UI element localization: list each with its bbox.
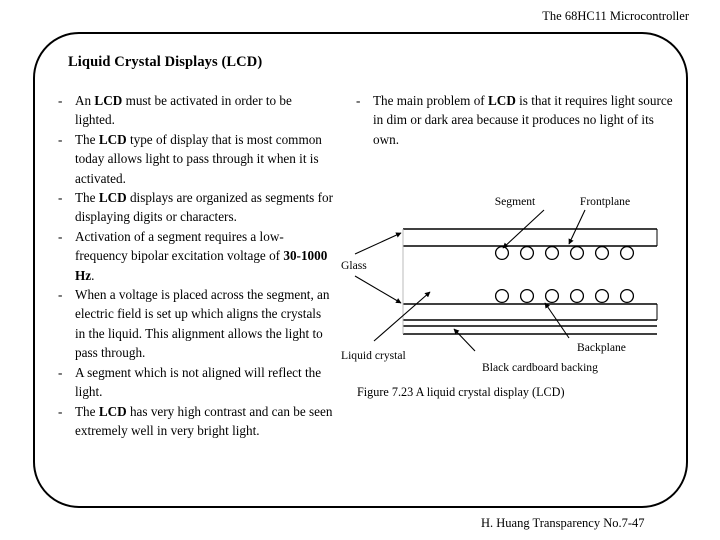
lcd-cross-section-diagram: Segment Frontplane Glass Liquid crystal … xyxy=(341,195,658,399)
leader-lines xyxy=(354,209,586,352)
backplane-circle xyxy=(494,288,510,304)
bullet-main-problem: - The main problem of LCD is that it req… xyxy=(355,91,673,149)
cardboard-leader xyxy=(453,328,476,352)
bullet-marker: - xyxy=(58,364,63,380)
backplane-circle xyxy=(569,288,585,304)
segment-label: Segment xyxy=(495,195,536,208)
backplane-circle xyxy=(619,288,635,304)
segment-leader xyxy=(502,209,545,249)
backplane-circle xyxy=(519,288,535,304)
bullet-text: Activation of a segment requires a low-f… xyxy=(75,228,328,283)
backplane-circle xyxy=(594,288,610,304)
right-bullet-column: - The main problem of LCD is that it req… xyxy=(355,91,673,149)
segment-circle xyxy=(619,245,635,261)
bullet-voltage-field: - When a voltage is placed across the se… xyxy=(57,285,333,363)
layer-lines xyxy=(402,228,658,335)
left-bullet-column: - An LCD must be activated in order to b… xyxy=(57,91,333,440)
bottom-electrode-circles xyxy=(494,288,635,304)
bullet-marker: - xyxy=(58,190,63,206)
bullet-activated: - An LCD must be activated in order to b… xyxy=(57,91,333,130)
bullet-type-of-display: - The LCD type of display that is most c… xyxy=(57,130,333,188)
header-title: The 68HC11 Microcontroller xyxy=(542,9,689,23)
backplane-leader xyxy=(544,302,570,339)
bullet-marker: - xyxy=(58,287,63,303)
bullet-excitation: - Activation of a segment requires a low… xyxy=(57,227,333,285)
bullet-marker: - xyxy=(58,93,63,108)
glass-leader-top xyxy=(354,232,402,255)
bullet-text: When a voltage is placed across the segm… xyxy=(75,287,330,361)
liquid-crystal-leader xyxy=(373,291,431,342)
footer-credit: H. Huang Transparency No.7-47 xyxy=(481,516,645,530)
bullet-text: The LCD type of display that is most com… xyxy=(75,131,322,186)
segment-circle xyxy=(569,245,585,261)
bullet-text: A segment which is not aligned will refl… xyxy=(75,364,322,400)
black-cardboard-backing-label: Black cardboard backing xyxy=(482,361,598,374)
bullet-marker: - xyxy=(58,403,63,419)
slide-title: Liquid Crystal Displays (LCD) xyxy=(68,54,263,70)
bullet-text: The LCD displays are organized as segmen… xyxy=(75,190,333,225)
backplane-circle xyxy=(544,288,560,304)
figure-caption: Figure 7.23 A liquid crystal display (LC… xyxy=(357,385,565,399)
glass-label: Glass xyxy=(341,259,367,272)
bullet-segments: - The LCD displays are organized as segm… xyxy=(57,188,333,227)
top-electrode-circles xyxy=(494,245,635,261)
bullet-marker: - xyxy=(356,93,361,108)
segment-circle xyxy=(594,245,610,261)
bullet-text: The main problem of LCD is that it requi… xyxy=(373,93,673,147)
backplane-label: Backplane xyxy=(577,341,626,354)
slide-frame xyxy=(33,32,688,508)
frontplane-leader xyxy=(568,209,586,245)
bullet-marker: - xyxy=(58,228,63,244)
segment-circle xyxy=(494,245,510,261)
bullet-text: An LCD must be activated in order to be … xyxy=(75,93,292,128)
liquid-crystal-label: Liquid crystal xyxy=(341,349,406,362)
lcd-figure: Segment Frontplane Glass Liquid crystal … xyxy=(337,186,685,406)
glass-leader-bottom xyxy=(354,275,402,304)
bullet-high-contrast: - The LCD has very high contrast and can… xyxy=(57,402,333,441)
bullet-not-aligned: - A segment which is not aligned will re… xyxy=(57,363,333,402)
frontplane-label: Frontplane xyxy=(580,195,630,208)
bullet-text: The LCD has very high contrast and can b… xyxy=(75,403,333,438)
segment-circle xyxy=(519,245,535,261)
bullet-marker: - xyxy=(58,131,63,147)
segment-circle xyxy=(544,245,560,261)
